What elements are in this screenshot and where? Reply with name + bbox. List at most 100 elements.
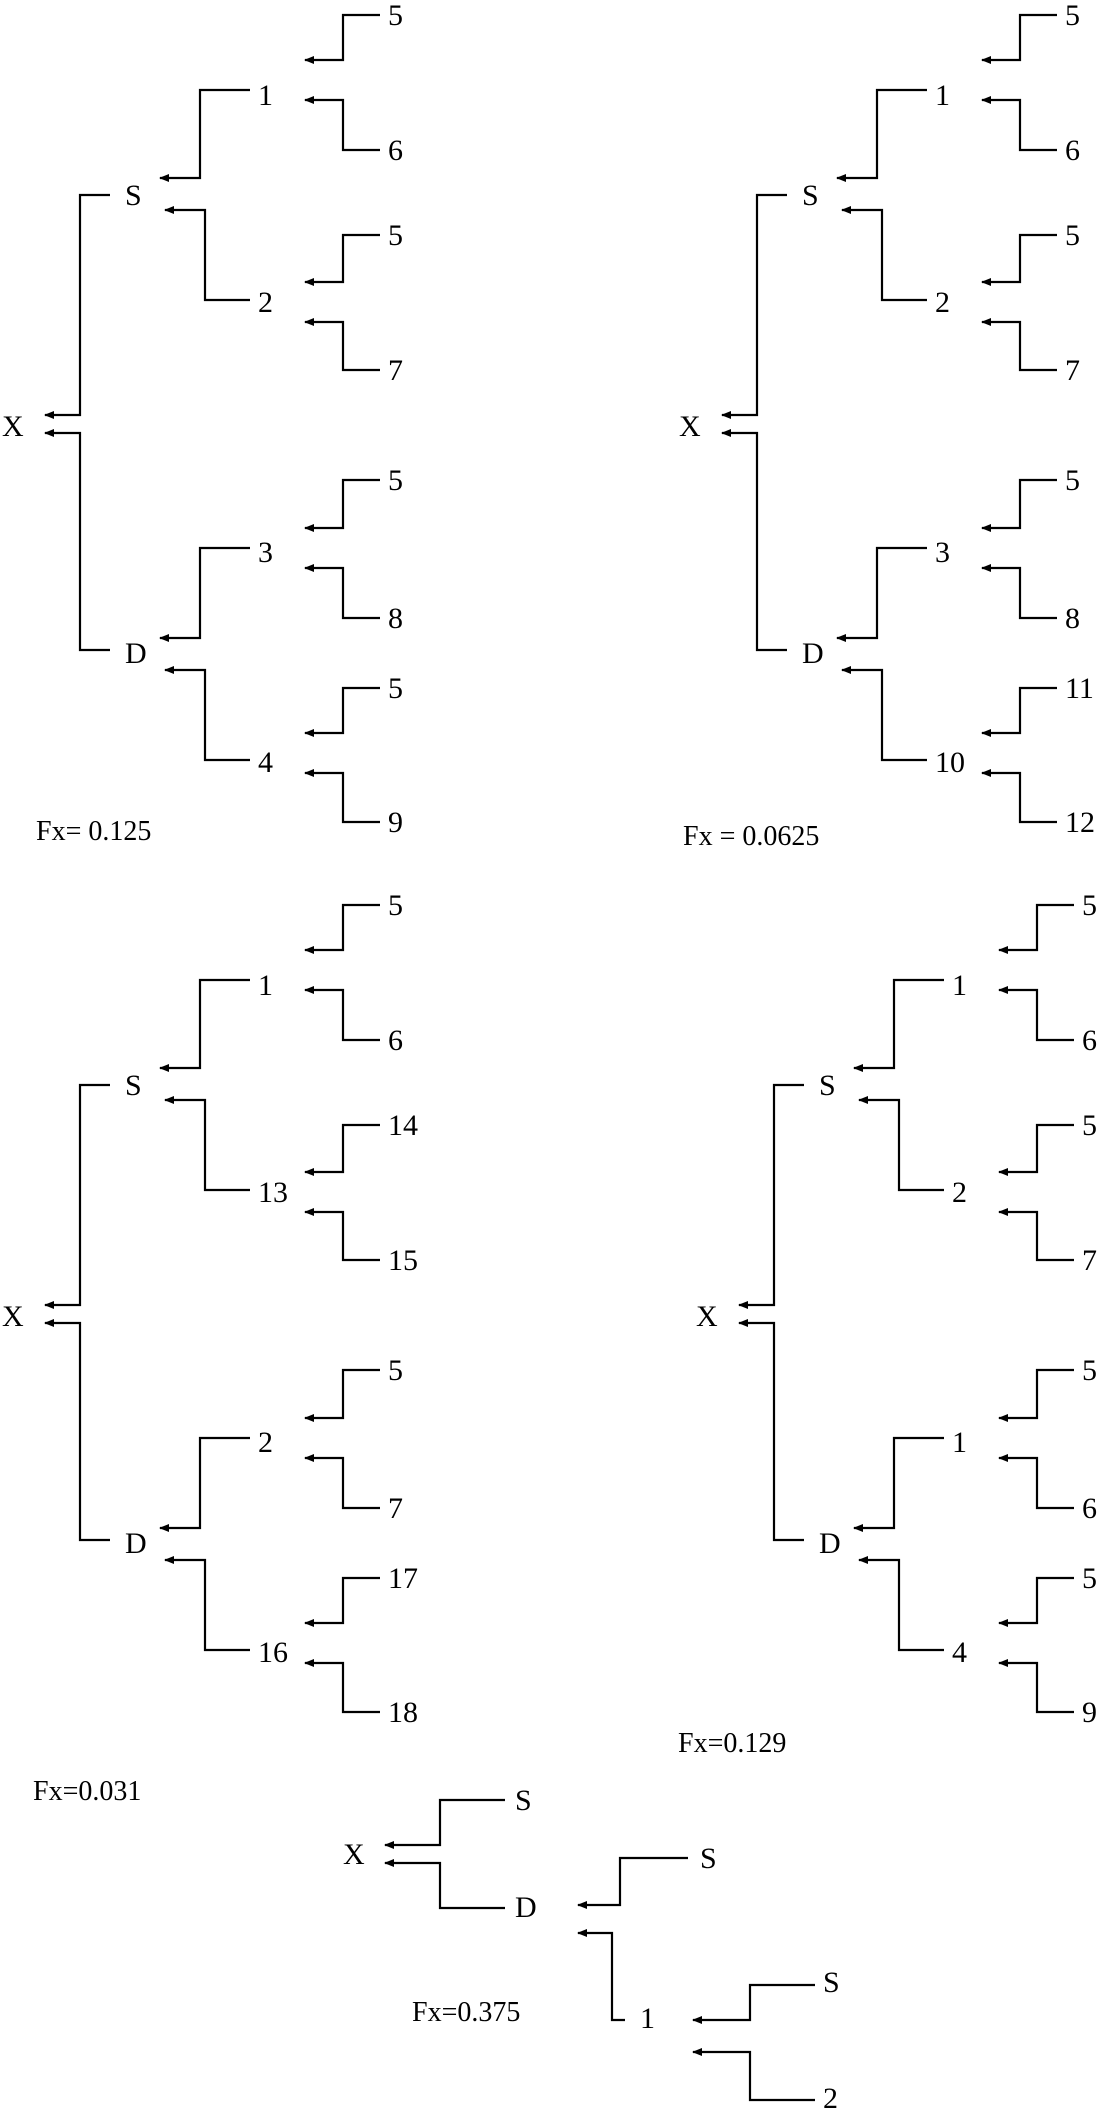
arrow-S1-to-S (159, 88, 250, 182)
arrow-D1a-to-D1 (304, 1368, 380, 1422)
arrow-S1-to-S (836, 88, 927, 182)
node-D1S: S (823, 1966, 840, 1999)
node-S1: 1 (952, 969, 967, 1002)
arrow-D1b-to-D1 (998, 1454, 1074, 1510)
arrow-D2a-to-D2 (304, 686, 380, 737)
arrow-D1-to-D (577, 1929, 625, 2022)
node-D2b: 9 (388, 806, 403, 839)
node-DS: S (700, 1842, 717, 1875)
arrow-S1a-to-S1 (998, 903, 1074, 954)
arrow-S2a-to-S2 (981, 233, 1057, 286)
node-S2a: 5 (388, 219, 403, 252)
node-S1: 1 (935, 79, 950, 112)
node-S2a: 14 (388, 1109, 418, 1142)
arrow-S-to-X (384, 1798, 505, 1849)
arrow-S1-to-S (159, 978, 250, 1072)
node-S: S (125, 1069, 142, 1102)
node-X: X (2, 1300, 24, 1333)
arrow-S2b-to-S2 (998, 1208, 1074, 1262)
node-D2: 4 (258, 746, 273, 779)
node-S2a: 5 (1082, 1109, 1097, 1142)
arrow-S1b-to-S1 (304, 986, 380, 1042)
node-S: S (515, 1784, 532, 1817)
node-D2b: 12 (1065, 806, 1095, 839)
arrow-D1a-to-D1 (304, 478, 380, 532)
node-D: D (515, 1891, 537, 1924)
arrow-S2-to-S (164, 206, 250, 302)
node-S1b: 6 (1082, 1024, 1097, 1057)
node-D1b: 2 (823, 2082, 838, 2112)
fx-label-2: Fx = 0.0625 (683, 821, 819, 852)
node-S2: 2 (952, 1176, 967, 1209)
arrow-S1-to-S (853, 978, 944, 1072)
arrow-D2b-to-D2 (304, 769, 380, 824)
arrow-S1b-to-S1 (304, 96, 380, 152)
node-S2a: 5 (1065, 219, 1080, 252)
arrow-D1S-to-D1 (692, 1983, 815, 2024)
arrow-S2-to-S (858, 1096, 944, 1192)
node-S2: 13 (258, 1176, 288, 1209)
node-S2: 2 (935, 286, 950, 319)
node-D2: 4 (952, 1636, 967, 1669)
node-D1: 3 (258, 536, 273, 569)
node-D2a: 11 (1065, 672, 1094, 705)
arrow-D-to-X (44, 1319, 110, 1542)
node-X: X (696, 1300, 718, 1333)
node-D1b: 8 (1065, 602, 1080, 635)
node-D1a: 5 (388, 464, 403, 497)
node-D: D (819, 1527, 841, 1560)
node-S2b: 7 (1065, 354, 1080, 387)
node-D1: 2 (258, 1426, 273, 1459)
arrow-S-to-X (44, 1083, 110, 1309)
node-D2a: 5 (388, 672, 403, 705)
node-S2b: 15 (388, 1244, 418, 1277)
node-S1a: 5 (1065, 0, 1080, 32)
arrow-S-to-X (721, 193, 787, 419)
arrow-S1a-to-S1 (304, 13, 380, 64)
node-S: S (802, 179, 819, 212)
node-S1a: 5 (388, 0, 403, 32)
node-S1: 1 (258, 79, 273, 112)
arrow-S1a-to-S1 (981, 13, 1057, 64)
node-S1b: 6 (388, 134, 403, 167)
node-D2b: 9 (1082, 1696, 1097, 1729)
arrow-D2b-to-D2 (981, 769, 1057, 824)
arrow-D1b-to-D1 (692, 2048, 815, 2102)
arrow-D-to-X (738, 1319, 804, 1542)
node-S1: 1 (258, 969, 273, 1002)
arrow-D2-to-D (164, 666, 250, 762)
arrow-D2b-to-D2 (304, 1659, 380, 1714)
arrow-S2b-to-S2 (304, 1208, 380, 1262)
node-D: D (125, 637, 147, 670)
arrow-D1a-to-D1 (981, 478, 1057, 532)
arrow-D1a-to-D1 (998, 1368, 1074, 1422)
arrow-S2-to-S (841, 206, 927, 302)
arrow-D1b-to-D1 (981, 564, 1057, 620)
node-S: S (819, 1069, 836, 1102)
arrow-D2b-to-D2 (998, 1659, 1074, 1714)
node-D2: 16 (258, 1636, 288, 1669)
arrow-DS-to-D (577, 1856, 688, 1909)
arrow-S1a-to-S1 (304, 903, 380, 954)
node-D2a: 17 (388, 1562, 418, 1595)
node-D1a: 5 (388, 1354, 403, 1387)
node-S1a: 5 (1082, 889, 1097, 922)
arrow-S2a-to-S2 (998, 1123, 1074, 1176)
arrow-S1b-to-S1 (998, 986, 1074, 1042)
arrow-S1b-to-S1 (981, 96, 1057, 152)
arrow-S-to-X (44, 193, 110, 419)
node-S2: 2 (258, 286, 273, 319)
node-S1a: 5 (388, 889, 403, 922)
arrow-D1-to-D (836, 546, 927, 642)
arrow-D1-to-D (159, 1436, 250, 1532)
node-S1b: 6 (1065, 134, 1080, 167)
arrow-D2-to-D (858, 1556, 944, 1652)
node-D1: 1 (640, 2002, 655, 2035)
node-D2b: 18 (388, 1696, 418, 1729)
arrow-S2a-to-S2 (304, 1123, 380, 1176)
node-D2a: 5 (1082, 1562, 1097, 1595)
